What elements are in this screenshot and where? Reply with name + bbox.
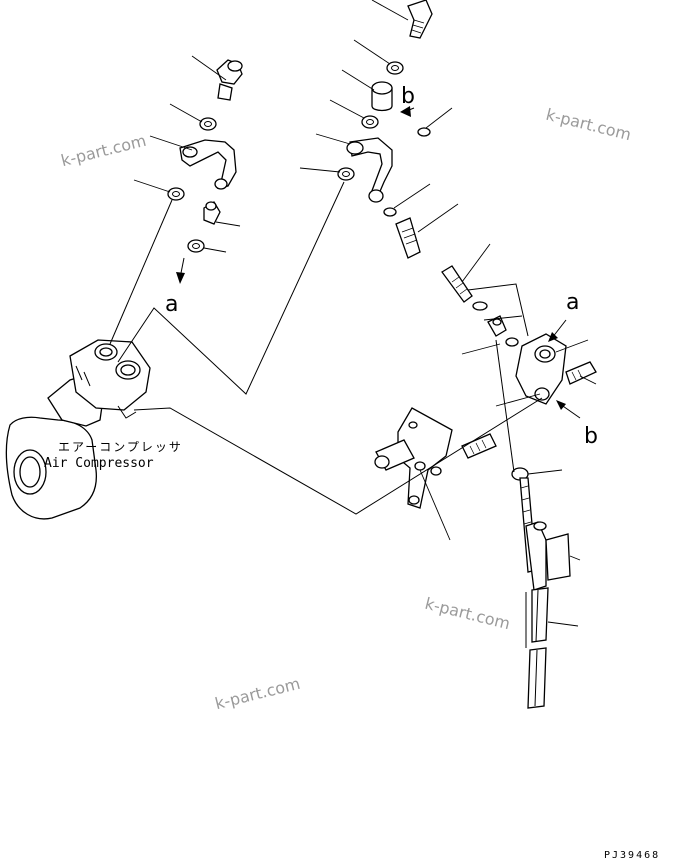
compressor-label-en: Air Compressor (44, 456, 154, 471)
compressor-label-jp: エアーコンプレッサ (58, 440, 183, 454)
marker-b-top: b (401, 84, 415, 109)
air-compressor (5, 339, 151, 520)
connection-lines (109, 181, 543, 648)
marker-a-left: a (165, 292, 179, 317)
marker-b-right: b (584, 424, 598, 449)
left-fittings (167, 59, 243, 253)
drawing-code: PJ39468 (604, 850, 661, 861)
marker-a-right: a (566, 290, 580, 315)
leader-lines (133, 0, 597, 627)
arrows (176, 106, 581, 419)
right-parts (374, 265, 597, 709)
center-fittings (337, 0, 433, 259)
